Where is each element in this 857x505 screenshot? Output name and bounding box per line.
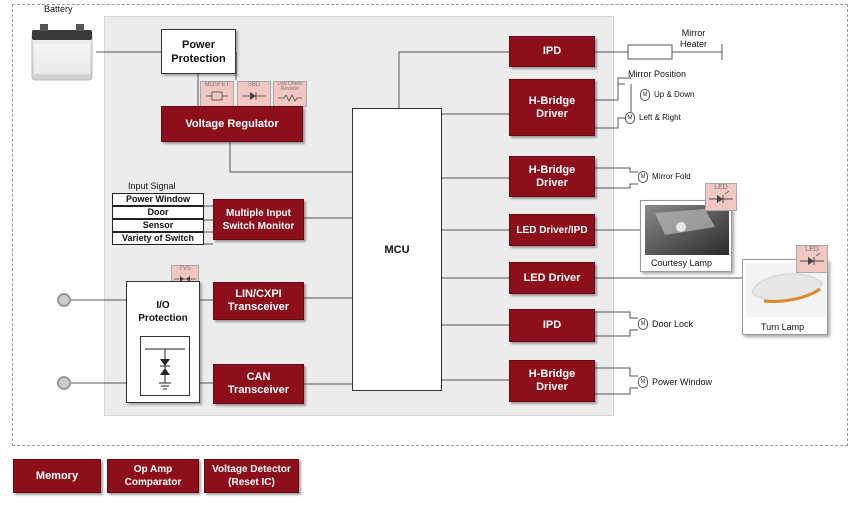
can-transceiver-block: CAN Transceiver bbox=[213, 364, 304, 404]
input-door: Door bbox=[112, 206, 204, 219]
lin-transceiver-block: LIN/CXPI Transceiver bbox=[213, 282, 304, 320]
ipd-block-2: IPD bbox=[509, 309, 595, 342]
op-amp-line2: Comparator bbox=[124, 477, 182, 488]
led-tag-courtesy: LED bbox=[705, 183, 737, 211]
tvs-diode-icon bbox=[174, 276, 196, 282]
tvs-label: TVS bbox=[179, 266, 191, 272]
mirror-heater-line1: Mirror bbox=[681, 28, 706, 38]
mosfet-icon bbox=[206, 91, 228, 101]
io-protection-line1: I/O bbox=[156, 300, 170, 311]
power-protection-line2: Protection bbox=[171, 52, 226, 65]
door-lock-label: Door Lock bbox=[652, 319, 694, 329]
led-tag-turn: LED bbox=[796, 245, 828, 273]
hbridge3-line2: Driver bbox=[536, 381, 568, 393]
led-driver-ipd-block: LED Driver/IPD bbox=[509, 214, 595, 246]
battery-icon bbox=[28, 18, 98, 84]
hbridge1-line2: Driver bbox=[536, 107, 568, 120]
sbd-label: SBD bbox=[247, 82, 261, 88]
battery-label: Battery bbox=[44, 4, 73, 14]
led-driver-block: LED Driver bbox=[509, 262, 595, 294]
op-amp-block: Op Amp Comparator bbox=[107, 459, 199, 493]
mosfet-label: MOSFET bbox=[204, 82, 230, 88]
power-protection-block: Power Protection bbox=[161, 29, 236, 74]
motor-icon-power-window: M bbox=[638, 376, 648, 388]
voltage-regulator-block: Voltage Regulator bbox=[161, 106, 303, 142]
led-icon bbox=[800, 252, 824, 265]
hbridge-block-1: H-Bridge Driver bbox=[509, 79, 595, 136]
mcu-block: MCU bbox=[352, 108, 442, 391]
switch-monitor-line2: Switch Monitor bbox=[222, 220, 295, 232]
turn-lamp-label: Turn Lamp bbox=[761, 322, 805, 332]
memory-block: Memory bbox=[13, 459, 101, 493]
switch-monitor-block: Multiple Input Switch Monitor bbox=[213, 199, 304, 240]
mosfet-tag: MOSFET bbox=[200, 81, 234, 107]
resistor-icon bbox=[278, 94, 302, 102]
tvs-circuit-icon bbox=[140, 336, 190, 396]
hbridge-block-2: H-Bridge Driver bbox=[509, 156, 595, 197]
power-protection-line1: Power bbox=[181, 38, 215, 51]
motor-icon-mirror-fold: M bbox=[638, 171, 648, 183]
courtesy-lamp-panel: Courtesy Lamp bbox=[640, 200, 732, 272]
op-amp-line1: Op Amp bbox=[133, 464, 173, 475]
system-boundary bbox=[12, 4, 848, 446]
input-sensor: Sensor bbox=[112, 219, 204, 232]
low-ohmic-resistor-label: Low Ohmic Resistor bbox=[277, 81, 303, 92]
led-icon bbox=[709, 190, 733, 203]
mirror-fold-label: Mirror Fold bbox=[652, 172, 691, 181]
switch-monitor-line1: Multiple Input bbox=[226, 207, 291, 219]
can-connector-icon bbox=[57, 376, 71, 390]
can-line2: Transceiver bbox=[227, 384, 290, 396]
left-right-label: Left & Right bbox=[639, 113, 681, 122]
voltage-detector-line1: Voltage Detector bbox=[212, 464, 291, 475]
voltage-detector-block: Voltage Detector (Reset IC) bbox=[204, 459, 299, 493]
lin-line2: Transceiver bbox=[227, 301, 290, 313]
hbridge2-line2: Driver bbox=[536, 176, 568, 189]
hbridge3-line1: H-Bridge bbox=[528, 368, 576, 380]
input-power-window: Power Window bbox=[112, 193, 204, 206]
courtesy-lamp-image bbox=[645, 205, 729, 255]
mirror-position-label: Mirror Position bbox=[628, 69, 687, 79]
can-line1: CAN bbox=[246, 371, 271, 383]
mirror-heater-line2: Heater bbox=[680, 39, 708, 49]
up-down-label: Up & Down bbox=[654, 90, 695, 99]
power-window-label: Power Window bbox=[652, 377, 713, 387]
led-tag-turn-label: LED bbox=[805, 246, 819, 253]
hbridge-block-3: H-Bridge Driver bbox=[509, 360, 595, 402]
voltage-detector-line2: (Reset IC) bbox=[228, 477, 275, 488]
input-variety-of-switch: Variety of Switch bbox=[112, 232, 204, 245]
hbridge1-line1: H-Bridge bbox=[528, 94, 576, 107]
motor-icon-door-lock: M bbox=[638, 318, 648, 330]
input-signal-title: Input Signal bbox=[128, 181, 176, 191]
hbridge2-line1: H-Bridge bbox=[528, 163, 576, 176]
courtesy-lamp-label: Courtesy Lamp bbox=[651, 258, 713, 268]
low-ohmic-resistor-tag: Low Ohmic Resistor bbox=[273, 81, 307, 107]
lin-line1: LIN/CXPI bbox=[235, 288, 282, 300]
diode-icon bbox=[242, 92, 266, 100]
io-protection-line2: Protection bbox=[138, 313, 188, 324]
sbd-tag: SBD bbox=[237, 81, 271, 107]
motor-icon-up-down: M bbox=[640, 89, 650, 101]
led-tag-courtesy-label: LED bbox=[714, 184, 728, 191]
lin-connector-icon bbox=[57, 293, 71, 307]
ipd-block-1: IPD bbox=[509, 36, 595, 67]
mirror-heater-label: Mirror Heater bbox=[680, 28, 707, 50]
motor-icon-left-right: M bbox=[625, 112, 635, 124]
